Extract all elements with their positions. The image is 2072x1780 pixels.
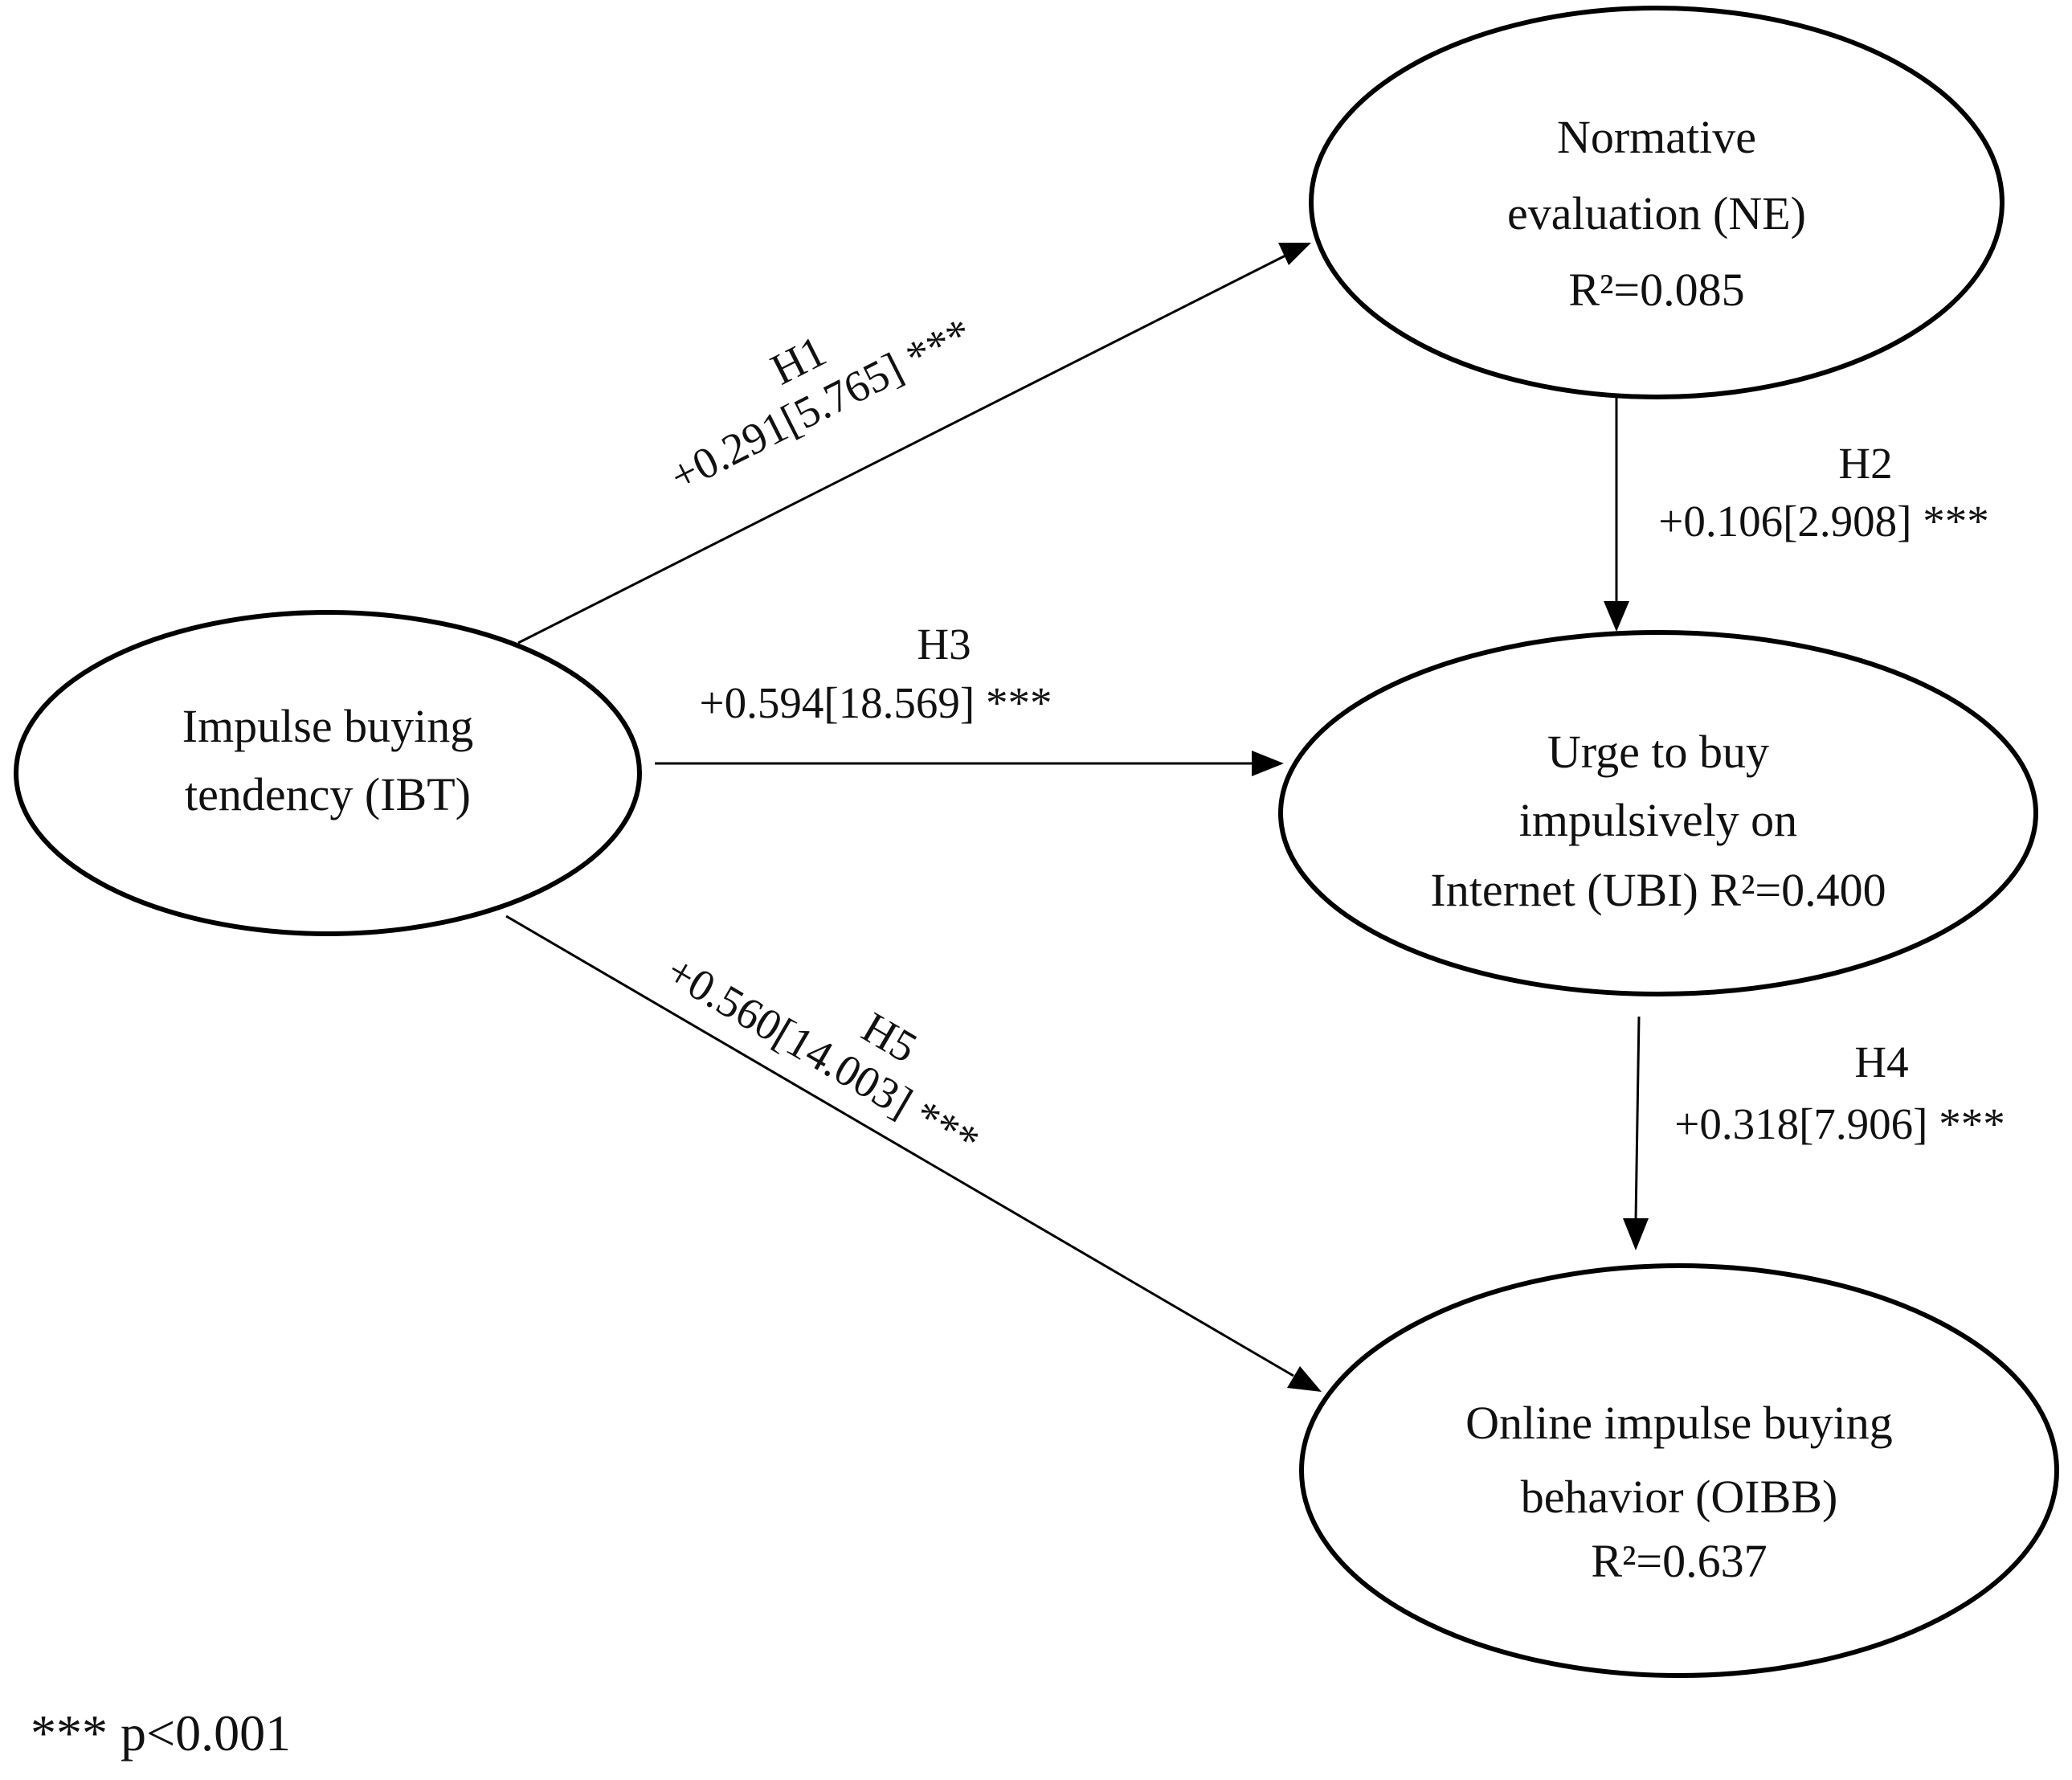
node-ibt-ellipse <box>14 610 642 936</box>
edge-h4-arrowhead <box>1623 1218 1649 1250</box>
node-ibt-line-1: Impulse buying <box>182 700 473 752</box>
significance-footnote: *** p<0.001 <box>31 1704 291 1762</box>
edge-h5: H5 +0.560[14.003] *** <box>505 915 1322 1392</box>
node-ne-line-2: evaluation (NE) <box>1507 187 1806 239</box>
edge-h1-line <box>517 254 1286 644</box>
node-ne-line-1: Normative <box>1557 111 1756 163</box>
node-ne-line-3: R²=0.085 <box>1568 264 1744 316</box>
node-oibb-line-1: Online impulse buying <box>1465 1397 1893 1449</box>
node-oibb-line-3: R²=0.637 <box>1591 1535 1767 1587</box>
edge-h3-label: H3 <box>917 620 971 669</box>
edge-h5-value: +0.560[14.003] *** <box>658 946 987 1166</box>
edge-h1: H1 +0.291[5.765] *** <box>517 243 1311 644</box>
edge-h4-line <box>1634 1016 1641 1221</box>
node-ubi-line-2: impulsively on <box>1519 794 1797 846</box>
node-ubi: Urge to buy impulsively on Internet (UBI… <box>1278 630 2038 996</box>
edge-h4-label: H4 <box>1854 1037 1908 1086</box>
node-ibt: Impulse buying tendency (IBT) <box>14 610 642 936</box>
edge-h3-value: +0.594[18.569] *** <box>700 678 1052 727</box>
edge-h2: H2 +0.106[2.908] *** <box>1604 395 1989 632</box>
edge-h2-arrowhead <box>1604 601 1629 632</box>
edge-h4: H4 +0.318[7.906] *** <box>1623 1016 2005 1250</box>
node-oibb: Online impulse buying behavior (OIBB) R²… <box>1299 1263 2059 1678</box>
node-ubi-ellipse <box>1278 630 2038 996</box>
edge-h4-value: +0.318[7.906] *** <box>1674 1099 2005 1148</box>
node-ne-ellipse <box>1309 6 2005 399</box>
edge-h1-value: +0.291[5.765] *** <box>662 309 979 501</box>
edge-h3: H3 +0.594[18.569] *** <box>655 620 1284 776</box>
edge-h2-value: +0.106[2.908] *** <box>1658 497 1988 546</box>
edge-h3-arrowhead <box>1252 751 1284 776</box>
node-oibb-line-2: behavior (OIBB) <box>1521 1471 1838 1523</box>
node-ibt-line-2: tendency (IBT) <box>185 768 471 820</box>
node-ubi-line-1: Urge to buy <box>1547 726 1769 778</box>
edge-h1-arrowhead <box>1278 243 1311 265</box>
edge-h2-label: H2 <box>1838 439 1892 488</box>
node-ubi-line-3: Internet (UBI) R²=0.400 <box>1430 864 1886 916</box>
node-oibb-ellipse <box>1299 1263 2059 1678</box>
node-ne: Normative evaluation (NE) R²=0.085 <box>1309 6 2005 399</box>
edge-h5-arrowhead <box>1287 1366 1322 1392</box>
edge-h5-line <box>505 915 1294 1377</box>
